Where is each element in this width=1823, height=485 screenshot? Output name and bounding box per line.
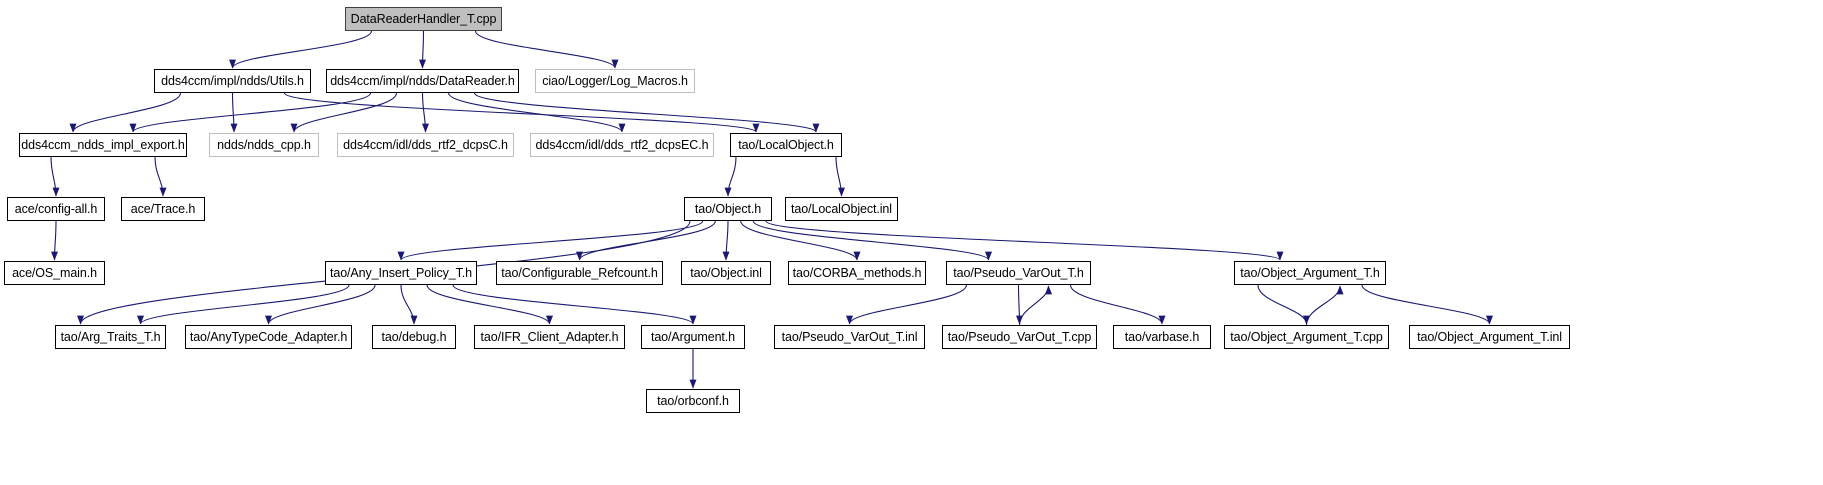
graph-node-label: tao/Arg_Traits_T.h bbox=[60, 329, 161, 344]
graph-edge-root-to-logmacros bbox=[474, 30, 619, 69]
graph-edge-configall-to-osmain bbox=[51, 220, 59, 261]
graph-edge-objargument-to-objargumentinl bbox=[1361, 284, 1493, 325]
graph-node-label: tao/Configurable_Refcount.h bbox=[501, 265, 658, 280]
graph-node-label: tao/debug.h bbox=[381, 329, 447, 344]
graph-node-localobject[interactable]: tao/LocalObject.h bbox=[730, 133, 842, 157]
graph-node-label: tao/LocalObject.h bbox=[738, 137, 834, 152]
graph-node-localobjectinl[interactable]: tao/LocalObject.inl bbox=[785, 197, 898, 221]
graph-node-label: tao/Pseudo_VarOut_T.cpp bbox=[947, 329, 1092, 344]
graph-node-label: ndds/ndds_cpp.h bbox=[217, 137, 311, 152]
graph-edge-anyinsert-to-anytypecode bbox=[265, 284, 376, 325]
graph-edge-objargument-to-objargumentcpp bbox=[1257, 284, 1310, 325]
graph-node-dcpsc[interactable]: dds4ccm/idl/dds_rtf2_dcpsC.h bbox=[337, 133, 514, 157]
graph-node-ifrclient[interactable]: tao/IFR_Client_Adapter.h bbox=[474, 325, 625, 349]
graph-node-trace[interactable]: ace/Trace.h bbox=[121, 197, 205, 221]
graph-edge-object-to-pseudovarout bbox=[752, 220, 992, 261]
graph-edge-datareader-to-nddscpp bbox=[290, 92, 398, 133]
graph-node-datareader[interactable]: dds4ccm/impl/ndds/DataReader.h bbox=[326, 69, 519, 93]
graph-node-object[interactable]: tao/Object.h bbox=[684, 197, 772, 221]
graph-edge-anyinsert-to-debug bbox=[400, 284, 418, 325]
graph-edge-utils-to-nddscpp bbox=[230, 92, 238, 133]
graph-node-label: tao/Object.inl bbox=[690, 265, 762, 280]
graph-edge-datareader-to-implexport bbox=[129, 92, 372, 133]
graph-node-corbamethods[interactable]: tao/CORBA_methods.h bbox=[788, 261, 926, 285]
graph-node-label: tao/orbconf.h bbox=[657, 393, 729, 408]
graph-node-label: tao/Object_Argument_T.h bbox=[1240, 265, 1380, 280]
graph-node-label: dds4ccm/idl/dds_rtf2_dcpsEC.h bbox=[535, 137, 709, 152]
graph-edge-datareader-to-dcpsec bbox=[447, 92, 626, 133]
graph-edge-anyinsert-to-argument bbox=[452, 284, 697, 325]
graph-edge-localobject-to-object bbox=[724, 156, 737, 197]
graph-node-root[interactable]: DataReaderHandler_T.cpp bbox=[345, 7, 502, 31]
graph-edge-root-to-utils bbox=[229, 30, 373, 69]
graph-edge-datareader-to-dcpsc bbox=[421, 92, 429, 133]
graph-node-objectinl[interactable]: tao/Object.inl bbox=[681, 261, 771, 285]
graph-edge-localobject-to-localobjectinl bbox=[835, 156, 845, 197]
graph-node-label: tao/IFR_Client_Adapter.h bbox=[480, 329, 619, 344]
graph-node-label: tao/CORBA_methods.h bbox=[792, 265, 922, 280]
graph-node-label: tao/Any_Insert_Policy_T.h bbox=[329, 265, 473, 280]
graph-node-label: DataReaderHandler_T.cpp bbox=[350, 11, 497, 26]
graph-node-label: tao/Object_Argument_T.inl bbox=[1417, 329, 1562, 344]
graph-edge-object-to-anyinsert bbox=[397, 220, 704, 261]
graph-node-label: tao/Argument.h bbox=[650, 329, 736, 344]
graph-node-objargumentinl[interactable]: tao/Object_Argument_T.inl bbox=[1409, 325, 1570, 349]
graph-node-debug[interactable]: tao/debug.h bbox=[372, 325, 456, 349]
graph-edge-pseudovarout-to-pseudovaroutcpp bbox=[1015, 284, 1023, 325]
graph-node-label: tao/varbase.h bbox=[1124, 329, 1200, 344]
graph-node-orbconf[interactable]: tao/orbconf.h bbox=[646, 389, 740, 413]
graph-node-label: tao/Pseudo_VarOut_T.inl bbox=[781, 329, 918, 344]
graph-node-argtraits[interactable]: tao/Arg_Traits_T.h bbox=[55, 325, 166, 349]
graph-node-label: tao/Pseudo_VarOut_T.h bbox=[953, 265, 1084, 280]
graph-node-nddscpp[interactable]: ndds/ndds_cpp.h bbox=[209, 133, 319, 157]
graph-node-varbase[interactable]: tao/varbase.h bbox=[1113, 325, 1211, 349]
graph-node-label: dds4ccm/impl/ndds/Utils.h bbox=[161, 73, 304, 88]
graph-edge-object-to-objargument bbox=[765, 220, 1284, 261]
graph-node-utils[interactable]: dds4ccm/impl/ndds/Utils.h bbox=[154, 69, 311, 93]
graph-node-configall[interactable]: ace/config-all.h bbox=[7, 197, 105, 221]
graph-node-objargument[interactable]: tao/Object_Argument_T.h bbox=[1234, 261, 1386, 285]
graph-node-label: ace/Trace.h bbox=[130, 201, 196, 216]
graph-edge-utils-to-localobject bbox=[283, 92, 760, 133]
graph-node-pseudovarout[interactable]: tao/Pseudo_VarOut_T.h bbox=[946, 261, 1091, 285]
graph-node-label: dds4ccm/impl/ndds/DataReader.h bbox=[330, 73, 515, 88]
graph-edge-root-to-datareader bbox=[419, 30, 427, 69]
graph-node-implexport[interactable]: dds4ccm_ndds_impl_export.h bbox=[19, 133, 187, 157]
graph-node-label: ciao/Logger/Log_Macros.h bbox=[542, 73, 688, 88]
graph-node-configrefcount[interactable]: tao/Configurable_Refcount.h bbox=[496, 261, 663, 285]
graph-edge-object-to-objectinl bbox=[722, 220, 730, 261]
graph-node-label: dds4ccm_ndds_impl_export.h bbox=[21, 137, 185, 152]
graph-node-logmacros[interactable]: ciao/Logger/Log_Macros.h bbox=[535, 69, 695, 93]
graph-node-objargumentcpp[interactable]: tao/Object_Argument_T.cpp bbox=[1224, 325, 1389, 349]
graph-edge-implexport-to-configall bbox=[50, 156, 60, 197]
graph-node-label: ace/config-all.h bbox=[14, 201, 98, 216]
graph-node-label: ace/OS_main.h bbox=[12, 265, 97, 280]
graph-edge-objargumentcpp-to-objargument bbox=[1305, 285, 1344, 326]
graph-node-label: dds4ccm/idl/dds_rtf2_dcpsC.h bbox=[343, 137, 508, 152]
graph-node-pseudovaroutcpp[interactable]: tao/Pseudo_VarOut_T.cpp bbox=[942, 325, 1097, 349]
graph-node-pseudovaroutinl[interactable]: tao/Pseudo_VarOut_T.inl bbox=[774, 325, 925, 349]
graph-node-label: tao/LocalObject.inl bbox=[791, 201, 892, 216]
graph-node-anyinsert[interactable]: tao/Any_Insert_Policy_T.h bbox=[325, 261, 477, 285]
graph-edge-object-to-configrefcount bbox=[576, 220, 716, 261]
graph-edge-utils-to-implexport bbox=[69, 92, 182, 133]
graph-node-label: tao/AnyTypeCode_Adapter.h bbox=[189, 329, 348, 344]
graph-node-osmain[interactable]: ace/OS_main.h bbox=[4, 261, 105, 285]
graph-node-dcpsec[interactable]: dds4ccm/idl/dds_rtf2_dcpsEC.h bbox=[530, 133, 714, 157]
graph-edge-pseudovarout-to-pseudovaroutinl bbox=[846, 284, 968, 325]
graph-node-anytypecode[interactable]: tao/AnyTypeCode_Adapter.h bbox=[185, 325, 352, 349]
graph-edge-anyinsert-to-argtraits bbox=[137, 284, 350, 325]
graph-edge-anyinsert-to-ifrclient bbox=[426, 284, 553, 325]
graph-edge-object-to-corbamethods bbox=[740, 220, 861, 261]
graph-node-argument[interactable]: tao/Argument.h bbox=[641, 325, 745, 349]
graph-node-label: tao/Object.h bbox=[694, 201, 762, 216]
graph-edge-implexport-to-trace bbox=[154, 156, 167, 197]
graph-edge-pseudovarout-to-varbase bbox=[1069, 284, 1166, 325]
graph-edge-datareader-to-localobject bbox=[473, 92, 820, 133]
graph-node-label: tao/Object_Argument_T.cpp bbox=[1230, 329, 1383, 344]
graph-edge-pseudovaroutcpp-to-pseudovarout bbox=[1018, 285, 1052, 326]
